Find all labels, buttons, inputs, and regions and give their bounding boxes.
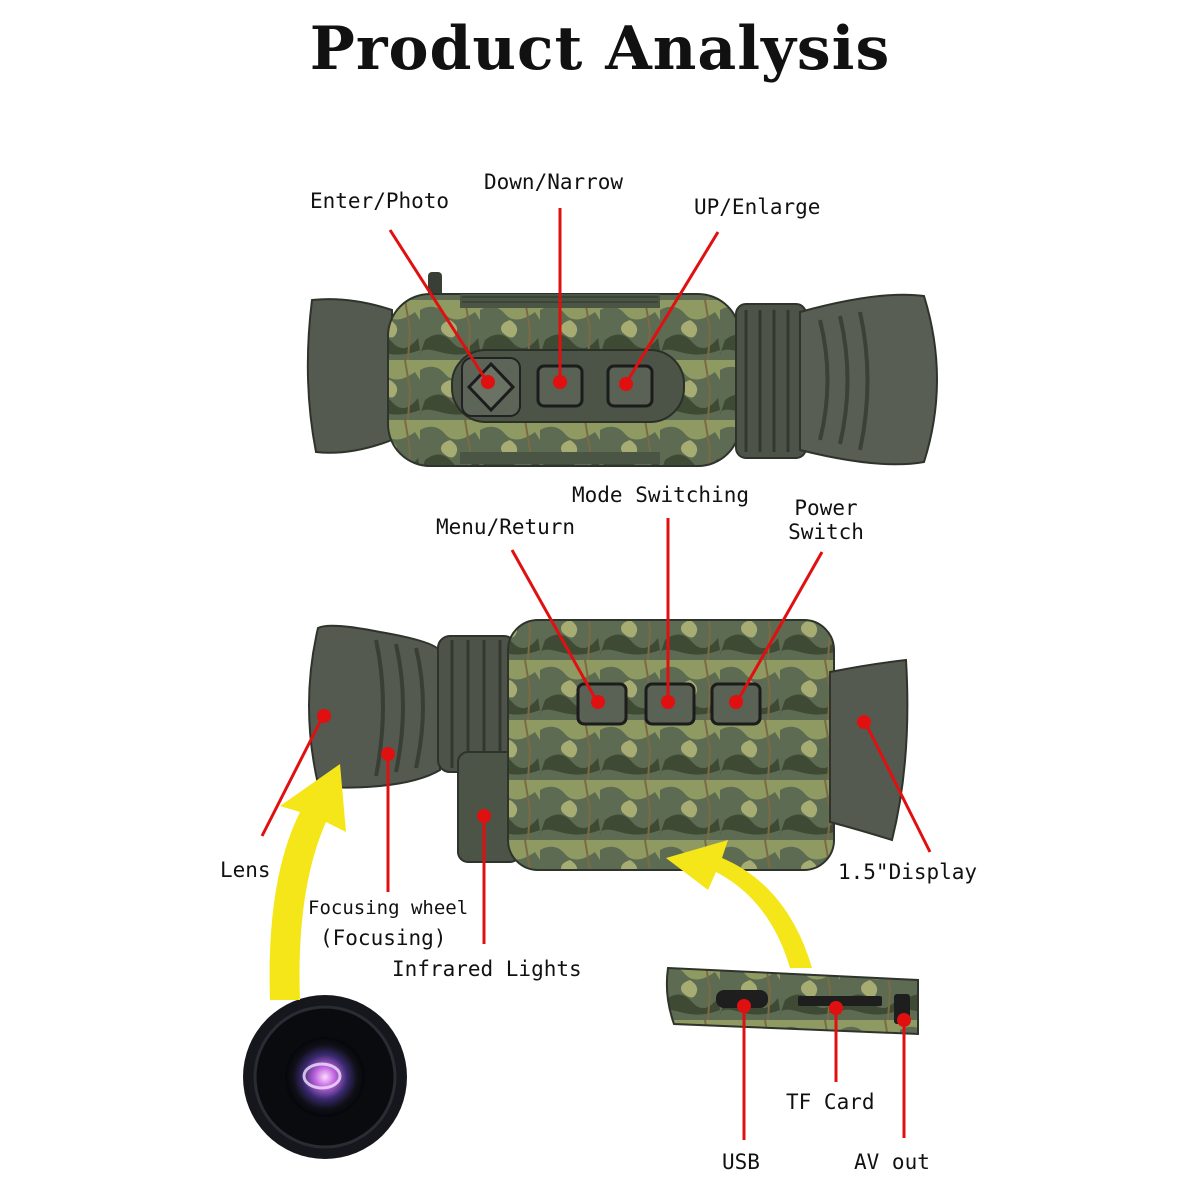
port-strip [665,966,919,1036]
label-down-narrow: Down/Narrow [484,170,624,194]
side-eyecup [308,624,441,789]
label-usb: USB [722,1150,760,1174]
side-body [507,619,835,871]
label-display: 1.5"Display [838,860,978,884]
display-hood [829,658,909,842]
label-lens: Lens [220,858,271,882]
top-device [306,272,938,467]
leader-lines [260,208,932,1140]
top-eyecup [306,298,393,454]
label-power-switch: Power Switch [776,496,876,544]
page-title: Product Analysis [309,14,891,84]
usb-port [716,990,768,1008]
label-enter-photo: Enter/Photo [310,189,450,213]
label-mode-switching: Mode Switching [572,483,750,507]
label-power-switch-line2: Switch [788,520,864,544]
label-up-enlarge: UP/Enlarge [694,195,821,219]
label-menu-return: Menu/Return [436,515,576,539]
label-infrared-lights: Infrared Lights [392,957,582,981]
label-power-switch-line1: Power [794,496,858,520]
label-av-out: AV out [854,1150,930,1174]
label-tf-card: TF Card [786,1090,875,1114]
side-device [308,619,909,871]
lens-closeup [243,995,407,1159]
yellow-arrows [269,764,812,1000]
label-focusing-wheel: Focusing wheel [308,897,469,919]
tf-card-slot [798,996,882,1006]
label-focusing: (Focusing) [320,926,447,950]
